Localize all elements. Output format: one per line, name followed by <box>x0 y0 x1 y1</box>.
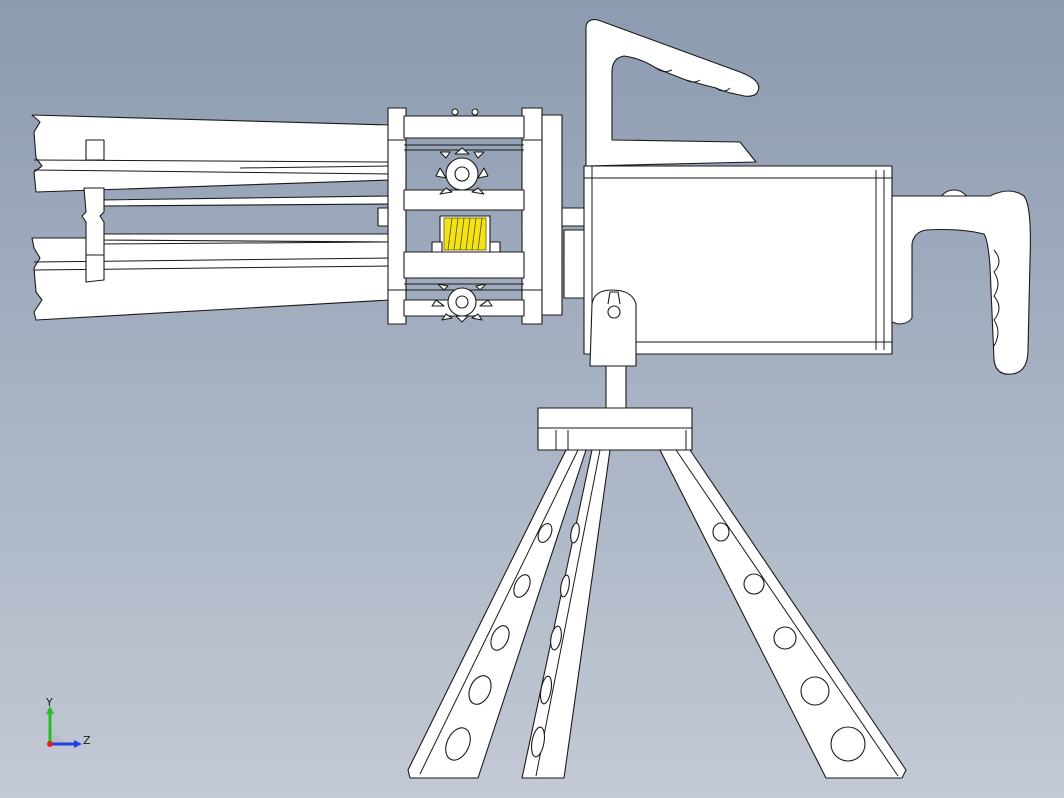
lower-gear <box>431 283 493 323</box>
coil-spring <box>431 215 501 253</box>
z-axis-arrowhead <box>74 740 82 748</box>
rear-grip[interactable] <box>891 189 1031 375</box>
front-clamp[interactable] <box>81 187 105 283</box>
upper-gear <box>435 147 489 195</box>
tripod[interactable] <box>407 407 907 779</box>
z-axis-label: Z <box>83 734 91 747</box>
tripod-leg-left[interactable] <box>407 449 587 779</box>
front-clamp-top[interactable] <box>85 139 105 161</box>
carry-handle[interactable] <box>585 19 760 167</box>
tripod-leg-middle[interactable] <box>521 449 611 779</box>
origin-point <box>47 741 53 747</box>
rotor-cage[interactable] <box>377 107 563 325</box>
drive-shaft <box>561 207 587 227</box>
tripod-head-plate[interactable] <box>537 407 693 429</box>
y-axis-label: Y <box>46 696 53 709</box>
pivot-mount[interactable] <box>589 289 637 411</box>
barrel-assembly[interactable] <box>31 114 391 321</box>
y-axis-arrowhead <box>46 706 54 714</box>
tripod-leg-right[interactable] <box>659 449 907 779</box>
axis-triad: Y Z <box>40 696 110 758</box>
